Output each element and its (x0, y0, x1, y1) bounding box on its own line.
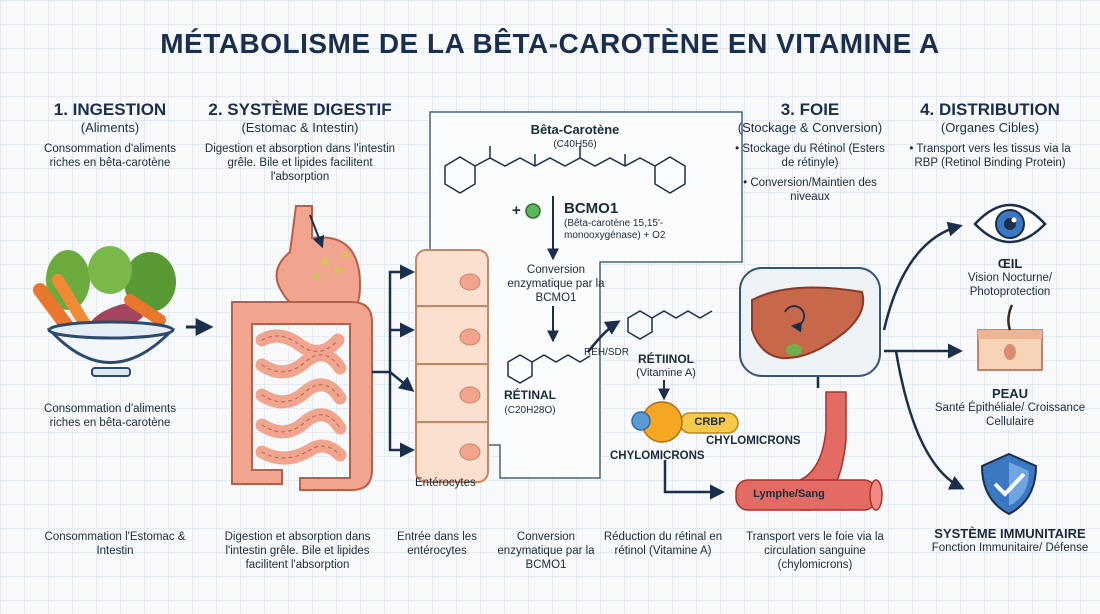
bottom-caption-5: Réduction du rétinal en rétinol (Vitamin… (603, 531, 723, 557)
retinal-formula: (C20H28O) (504, 405, 556, 416)
plus-sign: + (512, 202, 521, 219)
target-title: ŒIL (997, 256, 1023, 271)
bottom-caption-1: Consommation l'Estomac & Intestin (44, 531, 186, 557)
retinol-sub-label: (Vitamine A) (636, 367, 696, 379)
target-title: SYSTÈME IMMUNITAIRE (934, 526, 1086, 541)
retinol-structure-icon (627, 310, 713, 340)
enzyme-green-dot (525, 203, 541, 219)
section-desc: Digestion et absorption dans l'intestin … (204, 143, 396, 183)
enterocytes-icon (415, 249, 489, 483)
section-title: 1. INGESTION (53, 100, 167, 119)
chylomicrons-label-1: CHYLOMICRONS (706, 435, 801, 447)
conversion-label: Conversion enzymatique par la BCMO1 (507, 264, 605, 304)
enzyme-label: BCMO1 (564, 200, 619, 217)
target-title: PEAU (991, 386, 1029, 401)
target-desc: Santé Épithéliale/ Croissance Cellulaire (934, 402, 1086, 428)
retinol-label: RÉTIINOL (638, 352, 694, 366)
crbp-complex-icon (631, 401, 739, 443)
liver-bullet-1: • Stockage du Rétinol (Esters de rétinyl… (735, 143, 885, 169)
shield-icon (980, 452, 1038, 516)
section-desc: Consommation d'aliments riches en bêta-c… (44, 143, 176, 169)
bottom-caption-6: Transport vers le foie via la circulatio… (746, 531, 884, 571)
enzyme-full-name: (Bêta-carotène 15,15'-monooxygénase) + O… (564, 218, 666, 241)
target-desc: Vision Nocturne/ Photoprotection (967, 272, 1053, 298)
beta-carotene-structure-icon (444, 146, 686, 194)
section-ingestion: 1. INGESTION (Aliments) Consommation d'a… (30, 100, 190, 170)
vegetable-bowl-icon (33, 246, 176, 377)
enterocytes-label: Entérocytes (415, 477, 476, 489)
beta-carotene-formula: (C40H56) (553, 139, 597, 150)
bottom-caption-4: Conversion enzymatique par la BCMO1 (497, 531, 595, 571)
target-desc: Fonction Immunitaire/ Défense (931, 542, 1089, 554)
bottom-caption-3: Entrée dans les entérocytes (397, 531, 477, 557)
section-subtitle: (Stockage & Conversion) (737, 120, 883, 135)
skin-icon (977, 304, 1043, 371)
target-immune: SYSTÈME IMMUNITAIRE Fonction Immunitaire… (930, 526, 1090, 555)
section-liver: 3. FOIE (Stockage & Conversion) • Stocka… (730, 100, 890, 204)
distribution-arrows (882, 221, 965, 490)
beta-carotene-label: Bêta-Carotène (530, 122, 620, 137)
section-title: 2. SYSTÈME DIGESTIF (208, 100, 392, 119)
section-title: 4. DISTRIBUTION (920, 100, 1060, 119)
retinal-structure-icon (507, 354, 591, 384)
arrows-to-enterocytes (372, 264, 415, 458)
section-subtitle: (Aliments) (80, 120, 140, 135)
lymph-label: Lymphe/Sang (753, 488, 825, 500)
distribution-bullet-1: • Transport vers les tissus via la RBP (… (909, 143, 1071, 169)
section-title: 3. FOIE (780, 100, 840, 119)
page-title: MÉTABOLISME DE LA BÊTA-CAROTÈNE EN VITAM… (160, 28, 940, 59)
retinal-label: RÉTINAL (504, 388, 556, 402)
section-digestive: 2. SYSTÈME DIGESTIF (Estomac & Intestin)… (200, 100, 400, 184)
section-subtitle: (Estomac & Intestin) (241, 120, 359, 135)
bottom-caption-2: Digestion et absorption dans l'intestin … (224, 531, 371, 571)
liver-icon (739, 267, 881, 377)
eye-icon (973, 203, 1047, 244)
intestine-icon (231, 301, 373, 491)
section-subtitle: (Organes Cibles) (940, 120, 1040, 135)
stomach-icon (275, 205, 362, 322)
ingestion-mid-desc: Consommation d'aliments riches en bêta-c… (44, 403, 176, 429)
crbp-label: CRBP (694, 416, 726, 428)
target-eye: ŒIL Vision Nocturne/ Photoprotection (930, 256, 1090, 299)
blood-vessel-icon (735, 391, 883, 511)
reh-sdr-label: REH/SDR (584, 347, 630, 358)
section-distribution: 4. DISTRIBUTION (Organes Cibles) • Trans… (900, 100, 1080, 170)
liver-bullet-2: • Conversion/Maintien des niveaux (743, 177, 877, 203)
chylomicrons-label-2: CHYLOMICRONS (610, 450, 705, 462)
target-skin: PEAU Santé Épithéliale/ Croissance Cellu… (930, 386, 1090, 429)
